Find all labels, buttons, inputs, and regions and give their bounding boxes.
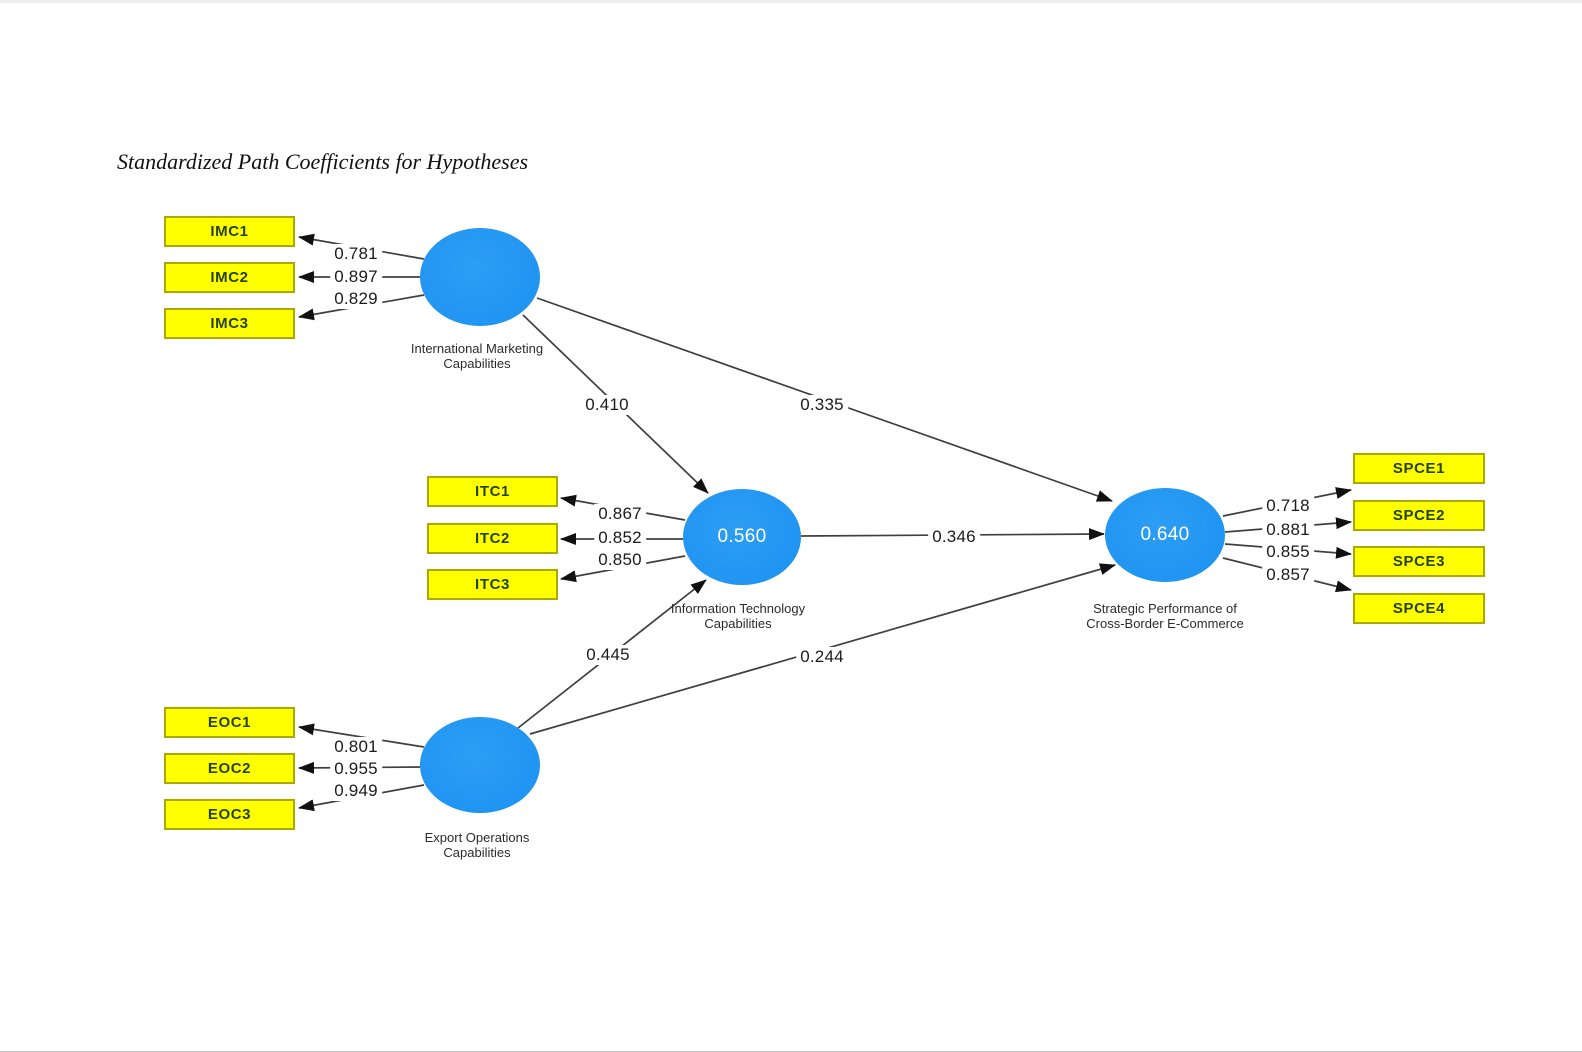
latent-eoc-ellipse [420, 717, 540, 813]
loading-spce3: 0.855 [1262, 542, 1314, 562]
loading-eoc3: 0.949 [330, 781, 382, 801]
indicator-eoc3: EOC3 [164, 799, 295, 830]
path-itc-spce-value: 0.346 [928, 527, 980, 547]
latent-eoc-label-line2: Capabilities [443, 845, 511, 861]
latent-spce-label: Strategic Performance of Cross-Border E-… [1086, 601, 1243, 632]
path-eoc-itc-value: 0.445 [582, 645, 634, 665]
path-eoc-spce-value: 0.244 [796, 647, 848, 667]
indicator-imc1: IMC1 [164, 216, 295, 247]
loading-itc2: 0.852 [594, 528, 646, 548]
loading-itc3: 0.850 [594, 550, 646, 570]
indicator-spce2: SPCE2 [1353, 500, 1485, 531]
figure-title: Standardized Path Coefficients for Hypot… [117, 149, 529, 174]
latent-itc-label: Information Technology Capabilities [671, 601, 805, 632]
loading-spce4: 0.857 [1262, 565, 1314, 585]
loading-itc1: 0.867 [594, 504, 646, 524]
latent-itc-ellipse: 0.560 [683, 489, 801, 585]
indicator-itc1: ITC1 [427, 476, 558, 507]
indicator-spce3: SPCE3 [1353, 546, 1485, 577]
loading-eoc2: 0.955 [330, 759, 382, 779]
latent-spce-label-line1: Strategic Performance of [1093, 601, 1237, 616]
indicator-spce1: SPCE1 [1353, 453, 1485, 484]
path-imc-spce-value: 0.335 [796, 395, 848, 415]
latent-spce-label-line2: Cross-Border E-Commerce [1086, 616, 1244, 632]
loading-imc3: 0.829 [330, 289, 382, 309]
loading-spce1: 0.718 [1262, 496, 1314, 516]
latent-imc-label-line2: Capabilities [443, 356, 511, 372]
path-imc-itc-value: 0.410 [581, 395, 633, 415]
indicator-imc2: IMC2 [164, 262, 295, 293]
loading-imc1: 0.781 [330, 244, 382, 264]
latent-itc-label-line2: Capabilities [704, 616, 772, 632]
loading-eoc1: 0.801 [330, 737, 382, 757]
indicator-eoc1: EOC1 [164, 707, 295, 738]
itc-r2-value: 0.560 [717, 526, 767, 547]
latent-itc-label-line1: Information Technology [670, 601, 806, 616]
latent-spce-ellipse: 0.640 [1105, 488, 1225, 582]
latent-eoc-label-line1: Export Operations [424, 830, 530, 845]
latent-imc-ellipse [420, 228, 540, 326]
indicator-imc3: IMC3 [164, 308, 295, 339]
latent-eoc-label: Export Operations Capabilities [425, 830, 530, 861]
loading-spce2: 0.881 [1262, 520, 1314, 540]
spce-r2-value: 0.640 [1140, 524, 1190, 545]
indicator-eoc2: EOC2 [164, 753, 295, 784]
indicator-itc2: ITC2 [427, 523, 558, 554]
latent-imc-label-line1: International Marketing [410, 341, 544, 356]
latent-imc-label: International Marketing Capabilities [411, 341, 543, 372]
loading-imc2: 0.897 [330, 267, 382, 287]
indicator-spce4: SPCE4 [1353, 593, 1485, 624]
indicator-itc3: ITC3 [427, 569, 558, 600]
